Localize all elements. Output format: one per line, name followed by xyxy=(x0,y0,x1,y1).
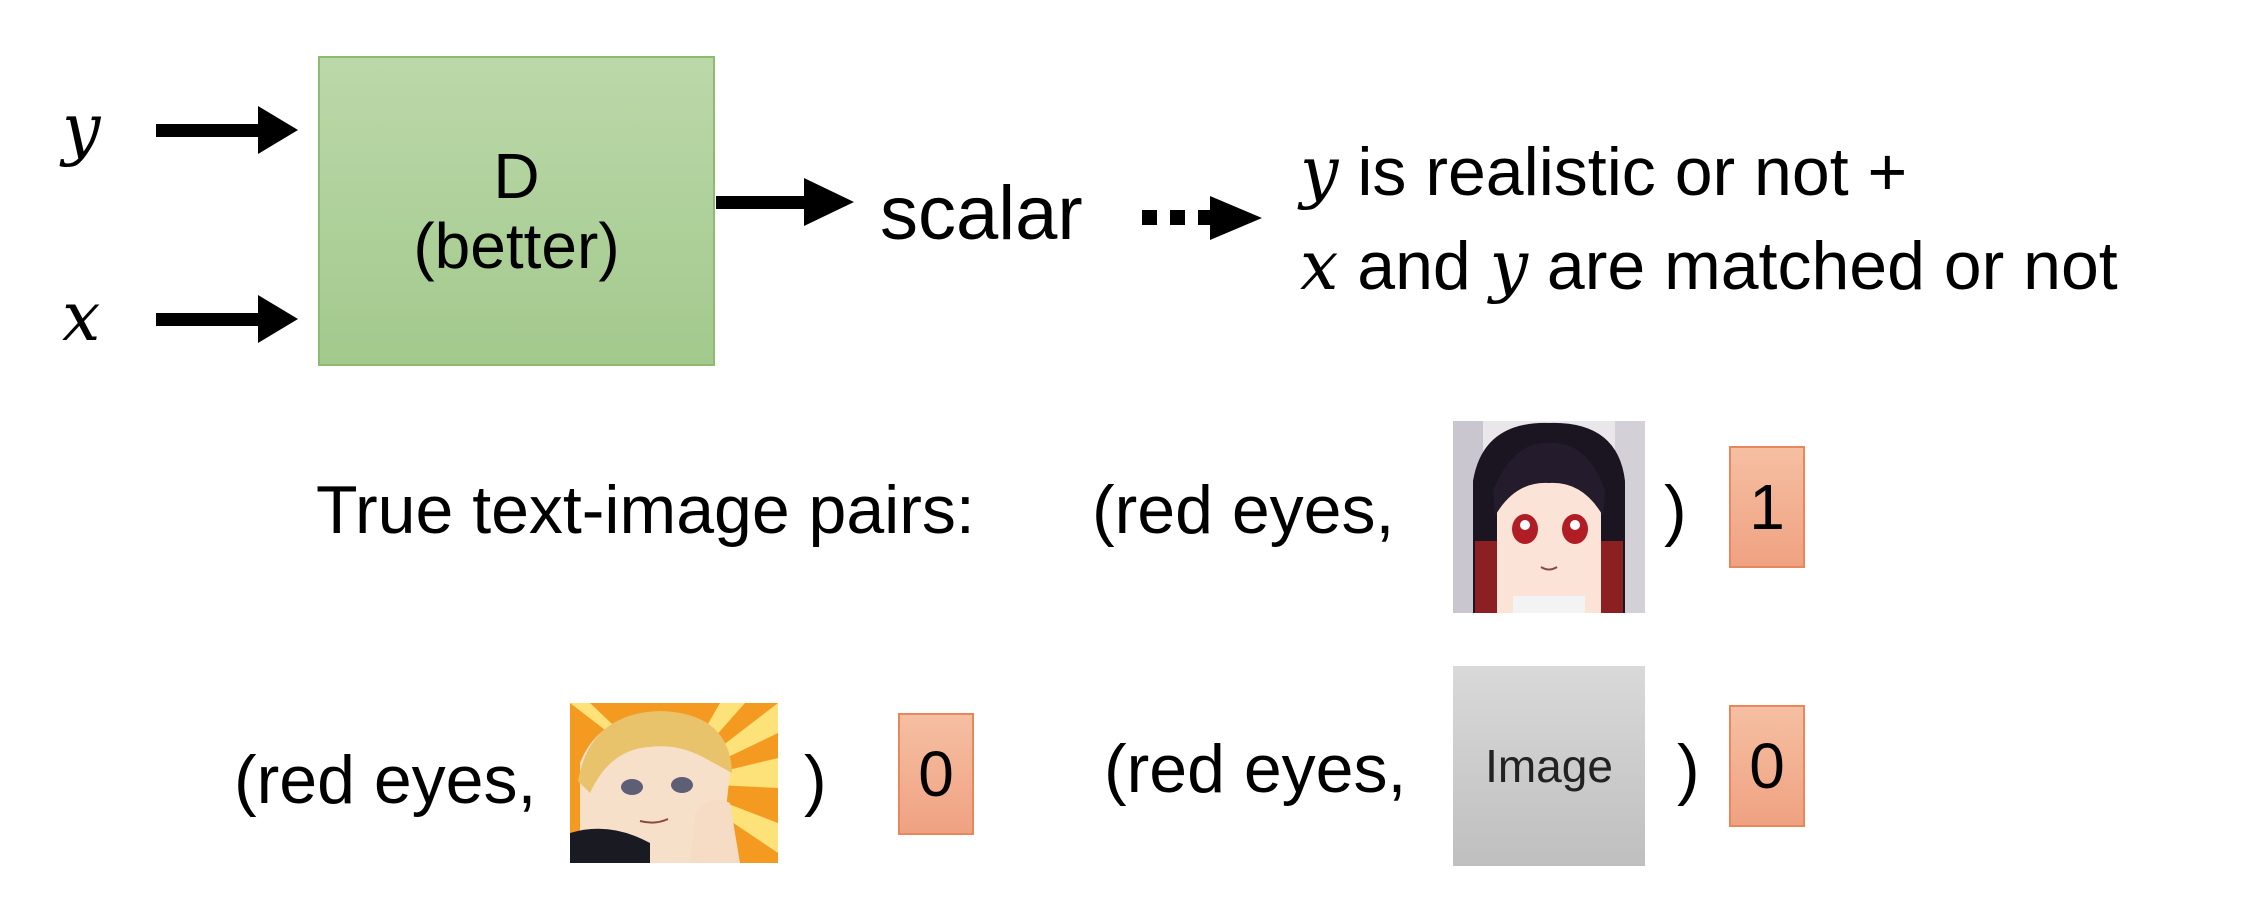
pair1-suffix: ) xyxy=(1664,472,1687,548)
pair3-suffix: ) xyxy=(1677,731,1700,807)
pair3-prefix: (red eyes, xyxy=(1104,731,1407,807)
input-x-label: x xyxy=(62,278,101,357)
description-text-2: are matched or not xyxy=(1528,228,2118,304)
arrow-d-out xyxy=(716,178,854,226)
pair2-score-box: 0 xyxy=(898,713,974,835)
dotted-arrow xyxy=(1142,196,1262,240)
pair1-score-box: 1 xyxy=(1729,446,1805,568)
anime-girl-image xyxy=(1453,421,1645,613)
description-var-y2: y xyxy=(1489,227,1529,306)
discriminator-box: D (better) xyxy=(318,56,715,366)
pair1-prefix: (red eyes, xyxy=(1092,472,1395,548)
pair2-suffix: ) xyxy=(804,742,827,818)
discriminator-subtitle: (better) xyxy=(413,210,620,282)
description-line-2: x and y are matched or not xyxy=(1300,232,2118,301)
input-y-label: y xyxy=(62,90,101,169)
arrow-y-in xyxy=(156,106,298,154)
anime-boy-image xyxy=(570,703,778,863)
discriminator-title: D xyxy=(493,139,540,212)
description-line-1: y is realistic or not + xyxy=(1300,138,1907,207)
image-placeholder: Image xyxy=(1453,666,1645,866)
pair2-prefix: (red eyes, xyxy=(234,742,537,818)
arrow-x-in xyxy=(156,295,298,343)
pair3-score-box: 0 xyxy=(1729,705,1805,827)
description-text-1: is realistic or not + xyxy=(1338,134,1908,210)
description-var-y: y xyxy=(1300,133,1339,212)
description-mid: and xyxy=(1338,228,1490,304)
scalar-label: scalar xyxy=(880,171,1083,256)
description-var-x: x xyxy=(1300,227,1339,306)
true-pairs-label: True text-image pairs: xyxy=(316,472,975,548)
